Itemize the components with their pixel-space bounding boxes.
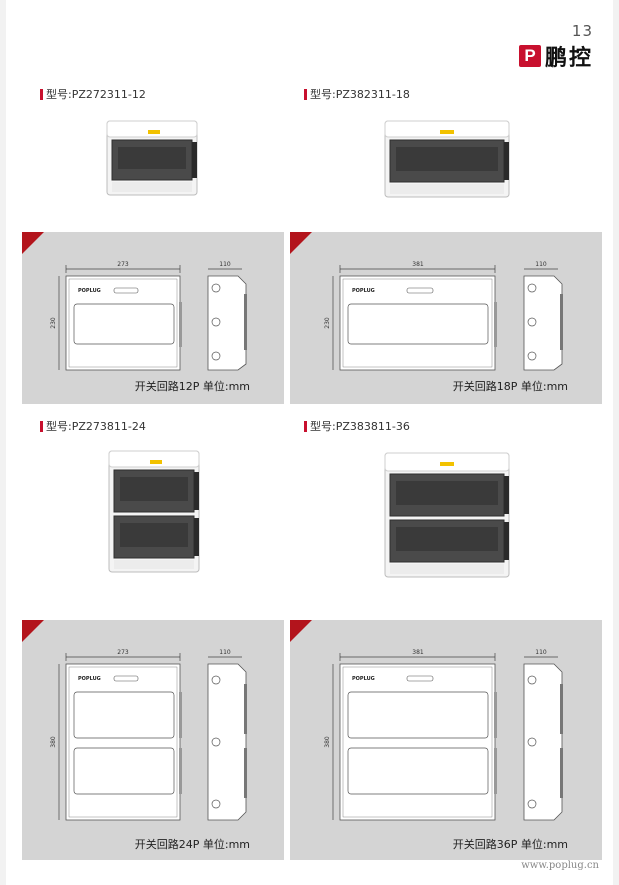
page-number: 13: [571, 22, 593, 40]
dimension-drawing-3: 273 380 POPLUG 110: [50, 649, 247, 821]
poplug-logo-2: POPLUG: [352, 288, 375, 294]
panel-corner-icon: [22, 620, 44, 642]
brand-logo: P 鹏控: [518, 40, 593, 72]
panel-corner-icon: [290, 232, 312, 254]
model-number: PZ273811-24: [71, 419, 146, 433]
poplug-logo-1: POPLUG: [78, 288, 101, 294]
dim-depth-3: 110: [219, 649, 231, 656]
product-photo-4: [384, 452, 514, 580]
panel-corner-icon: [22, 232, 44, 254]
label-marker-icon: [40, 88, 43, 100]
dimension-drawing-4: 381 380 POPLUG 110: [324, 649, 563, 821]
model-label-2: 型号: PZ382311-18: [304, 86, 410, 102]
model-prefix: 型号:: [46, 420, 72, 433]
label-marker-icon: [304, 420, 307, 432]
dim-width-3: 273: [117, 649, 129, 656]
dim-height-1: 230: [50, 317, 57, 329]
dim-depth-4: 110: [535, 649, 547, 656]
model-prefix: 型号:: [46, 88, 72, 101]
panel-corner-icon: [290, 620, 312, 642]
dim-depth-1: 110: [219, 261, 231, 268]
panel-caption-4: 开关回路36P 单位:mm: [452, 838, 568, 851]
panel-caption-1: 开关回路12P 单位:mm: [134, 380, 250, 393]
model-prefix: 型号:: [310, 88, 336, 101]
catalog-page: 13 P 鹏控 型号: PZ272311-12 273 230: [6, 0, 613, 885]
product-photo-2: [384, 120, 514, 200]
panel-caption-3: 开关回路24P 单位:mm: [134, 838, 250, 851]
model-label-4: 型号: PZ383811-36: [304, 418, 410, 434]
brand-mark-icon: P: [518, 45, 541, 67]
label-marker-icon: [304, 88, 307, 100]
model-number: PZ382311-18: [335, 87, 410, 101]
dimension-panel-2: 381 230 POPLUG 110 开关回路18P 单位:mm: [290, 232, 602, 404]
model-number: PZ383811-36: [335, 419, 410, 433]
product-photo-1: [106, 120, 202, 198]
dimension-panel-4: 381 380 POPLUG 110 开关回路36P 单位:mm: [290, 620, 602, 860]
dim-width-4: 381: [412, 649, 424, 656]
model-number: PZ272311-12: [71, 87, 146, 101]
label-marker-icon: [40, 420, 43, 432]
model-label-3: 型号: PZ273811-24: [40, 418, 146, 434]
dim-height-3: 380: [50, 736, 57, 748]
watermark-url: www.poplug.cn: [521, 860, 599, 871]
brand-name: 鹏控: [544, 46, 593, 71]
poplug-logo-3: POPLUG: [78, 676, 101, 682]
dim-width-1: 273: [117, 261, 129, 268]
poplug-logo-4: POPLUG: [352, 676, 375, 682]
product-photo-3: [108, 450, 204, 575]
model-prefix: 型号:: [310, 420, 336, 433]
dimension-panel-3: 273 380 POPLUG 110 开关回路24P 单位:mm: [22, 620, 284, 860]
dim-height-2: 230: [324, 317, 331, 329]
model-label-1: 型号: PZ272311-12: [40, 86, 146, 102]
dimension-drawing-2: 381 230 POPLUG 110: [324, 261, 563, 371]
dim-height-4: 380: [324, 736, 331, 748]
dimension-drawing-1: 273 230 POPLUG 110: [50, 261, 247, 371]
dim-depth-2: 110: [535, 261, 547, 268]
dim-width-2: 381: [412, 261, 424, 268]
dimension-panel-1: 273 230 POPLUG 110 开关回路12P 单位:mm: [22, 232, 284, 404]
panel-caption-2: 开关回路18P 单位:mm: [452, 380, 568, 393]
